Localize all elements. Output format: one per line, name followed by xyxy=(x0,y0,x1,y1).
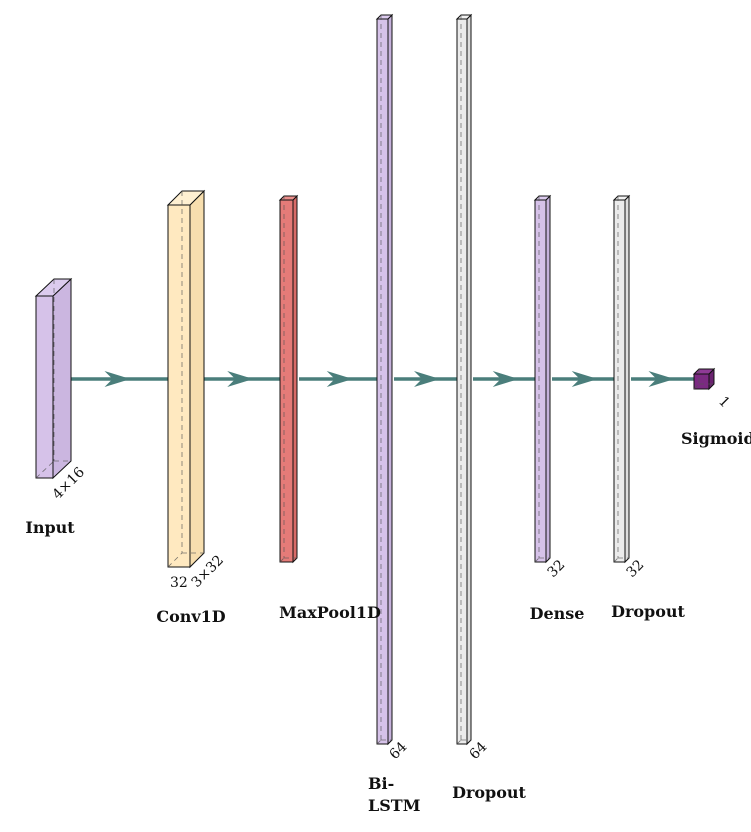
layer-block-dropout2 xyxy=(612,194,631,564)
arrowhead-icon xyxy=(492,371,519,387)
layer-blocks xyxy=(34,13,716,746)
arrowhead-icon xyxy=(414,371,440,387)
layer-dimension-sigmoid: 1 xyxy=(715,394,733,412)
layer-label-sigmoid: Sigmoid xyxy=(681,429,751,448)
block-front-face xyxy=(167,204,191,568)
block-side-face xyxy=(292,194,298,564)
layer-label-maxpool1d: MaxPool1D xyxy=(279,603,381,622)
block-side-face xyxy=(387,13,393,746)
arrowhead-icon xyxy=(326,371,353,387)
hidden-edge xyxy=(534,557,540,563)
block-side-face xyxy=(624,194,630,564)
block-side-face xyxy=(466,13,472,746)
layer-label-dense: Dense xyxy=(530,604,585,623)
layer-label-bilstm: LSTM xyxy=(368,796,420,815)
arrowhead-icon xyxy=(227,371,254,387)
layer-block-dropout1 xyxy=(455,13,473,746)
layer-label-input: Input xyxy=(25,518,75,537)
layer-label-conv1d: Conv1D xyxy=(156,607,225,626)
layer-block-sigmoid xyxy=(692,367,716,391)
hidden-edge xyxy=(376,739,382,745)
layer-block-dense xyxy=(533,194,552,564)
layer-depth-conv1d: 32 xyxy=(170,575,188,591)
block-side-face xyxy=(189,189,205,569)
arrowhead-icon xyxy=(648,371,675,387)
block-front-face xyxy=(456,18,468,745)
hidden-edge xyxy=(167,552,183,568)
layer-block-conv1d xyxy=(166,189,206,569)
layer-block-bilstm xyxy=(375,13,394,746)
layer-block-maxpool1d xyxy=(278,194,299,564)
block-side-face xyxy=(52,277,72,480)
block-side-face xyxy=(545,194,551,564)
layer-block-input xyxy=(34,277,73,480)
block-front-face xyxy=(35,295,54,479)
arrowhead-icon xyxy=(104,371,131,387)
layer-dimension-dropout1: 64 xyxy=(467,739,491,763)
arrowhead-icon xyxy=(571,371,598,387)
layer-label-dropout1: Dropout xyxy=(452,783,526,802)
connections xyxy=(62,371,694,387)
hidden-edge xyxy=(279,557,285,563)
block-front-face xyxy=(534,199,547,563)
block-front-face xyxy=(279,199,294,563)
hidden-edge xyxy=(613,557,619,563)
block-front-face xyxy=(693,373,710,390)
block-front-face xyxy=(613,199,626,563)
hidden-edge xyxy=(35,460,55,479)
layer-label-dropout2: Dropout xyxy=(611,602,685,621)
hidden-edge xyxy=(456,739,462,745)
hidden-edge xyxy=(693,383,700,390)
block-front-face xyxy=(376,18,389,745)
layer-label-bilstm: Bi- xyxy=(368,774,394,793)
